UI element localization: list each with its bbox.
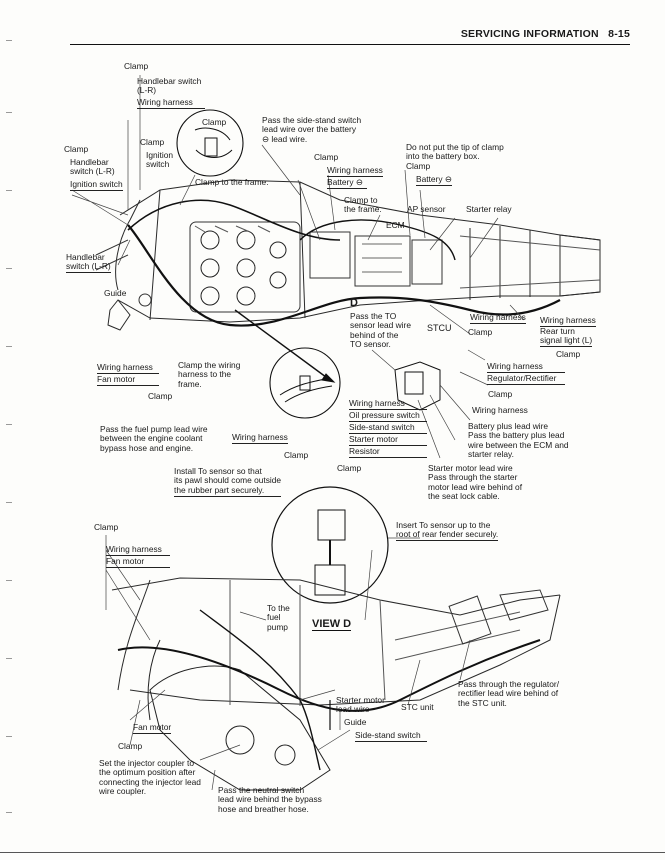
label-starter-relay: Starter relay: [466, 204, 512, 214]
label-clamp: Clamp: [406, 161, 431, 171]
label-battery-minus: Battery ⊖: [416, 174, 452, 186]
label-clamp: Clamp: [488, 389, 513, 399]
label-clamp: Clamp: [118, 741, 143, 751]
label-clamp: Clamp: [124, 61, 149, 71]
label-clamp: Clamp: [202, 117, 227, 127]
label-view-d-letter: D: [350, 297, 358, 309]
margin-mark: [6, 40, 12, 41]
label-wiring-harness: Wiring harness: [106, 544, 170, 556]
margin-mark: [6, 502, 12, 503]
label-starter-motor: Starter motor: [349, 434, 427, 446]
label-clamp: Clamp: [140, 137, 165, 147]
label-wiring-harness: Wiring harness: [327, 165, 383, 177]
label-clamp: Clamp: [337, 463, 362, 473]
label-fan-motor: Fan motor: [106, 556, 170, 568]
label-ap-sensor: AP sensor: [407, 204, 446, 214]
label-wiring-harness: Wiring harness: [487, 361, 565, 373]
label-wiring-harness: Wiring harness: [470, 312, 526, 324]
label-clamp: Clamp: [284, 450, 309, 460]
label-guide: Guide: [344, 717, 367, 727]
label-wiring-harness: Wiring harness: [232, 432, 288, 444]
label-guide: Guide: [104, 288, 127, 298]
margin-mark: [6, 346, 12, 347]
margin-mark: [6, 112, 12, 113]
label-wiring-harness: Wiring harness: [472, 405, 528, 415]
label-wiring-harness: Wiring harness: [349, 398, 427, 410]
page-header: SERVICING INFORMATION 8-15: [70, 28, 630, 45]
label-battery-minus: Battery ⊖: [327, 177, 367, 189]
label-stc-unit: STC unit: [401, 702, 434, 712]
margin-mark: [6, 580, 12, 581]
margin-mark: [6, 736, 12, 737]
label-side-stand-switch: Side-stand switch: [355, 730, 427, 742]
label-oil-pressure-switch: Oil pressure switch: [349, 410, 427, 422]
label-clamp-to-frame: Clamp to the frame.: [195, 177, 269, 187]
label-ecm: ECM: [386, 220, 405, 230]
margin-mark: [6, 424, 12, 425]
label-wiring-harness: Wiring harness: [540, 315, 596, 327]
label-wiring-harness: Wiring harness: [137, 97, 205, 109]
label-regulator-rectifier: Regulator/Rectifier: [487, 373, 565, 385]
label-handlebar-switch: Handlebar switch(L-R): [137, 76, 202, 96]
note-regulator-lead: Pass through the regulator/rectifier lea…: [458, 679, 560, 708]
margin-mark: [6, 268, 12, 269]
margin-mark: [6, 812, 12, 813]
label-resistor: Resistor: [349, 446, 427, 458]
label-fan-motor: Fan motor: [97, 374, 159, 386]
page-bottom-rule: [0, 852, 665, 853]
label-clamp: Clamp: [64, 144, 89, 154]
label-fan-motor: Fan motor: [133, 722, 172, 734]
label-side-stand-switch: Side-stand switch: [349, 422, 427, 434]
label-stcu: STCU: [427, 323, 452, 333]
label-clamp: Clamp: [94, 522, 119, 532]
margin-mark: [6, 190, 12, 191]
view-d-title: VIEW D: [312, 618, 352, 631]
label-clamp: Clamp: [314, 152, 339, 162]
label-ignition-switch: Ignition switch: [70, 179, 123, 191]
label-clamp: Clamp: [468, 327, 493, 337]
header-title: SERVICING INFORMATION 8-15: [460, 28, 630, 40]
label-wiring-harness: Wiring harness: [97, 362, 159, 374]
label-clamp: Clamp: [148, 391, 173, 401]
margin-mark: [6, 658, 12, 659]
label-clamp: Clamp: [556, 349, 581, 359]
